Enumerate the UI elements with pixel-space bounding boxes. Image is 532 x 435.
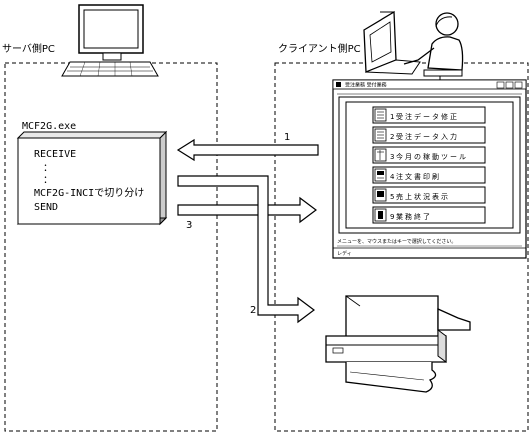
menu-button-9-num: 9 (390, 213, 394, 221)
server-boundary (4, 62, 218, 432)
arrow-1-label: 1 (284, 132, 290, 143)
menu-button-3-label: 今月の稼動ツール (396, 152, 468, 161)
arrow-1 (176, 138, 319, 162)
menu-button-5-num: 5 (390, 193, 394, 201)
server-label: サーバ側PC (2, 42, 55, 55)
menu-button-9[interactable]: 9 業務終了 (372, 206, 486, 224)
exe-name: MCF2G.exe (22, 121, 76, 132)
program-line-split: MCF2G-INCIで切り分け (34, 187, 144, 199)
menu-button-1-label: 受注データ修正 (396, 112, 459, 121)
menu-button-2-label: 受注データ入力 (396, 132, 459, 141)
window-message: メニューを、マウスまたはキーで選択してください。 (337, 238, 456, 245)
menu-button-2[interactable]: 2 受注データ入力 (372, 126, 486, 144)
menu-button-2-num: 2 (390, 133, 394, 141)
window-title: 受注業務 受付業務 (345, 82, 387, 89)
arrow-2 (177, 175, 315, 324)
menu-icon-3 (374, 148, 387, 162)
user-at-computer-icon (363, 10, 464, 84)
window-status: レディ (337, 250, 352, 257)
menu-button-3-num: 3 (390, 153, 394, 161)
program-line-ellipsis-1: ： (43, 163, 53, 174)
menu-button-5[interactable]: 5 売上状況表示 (372, 186, 486, 204)
menu-button-4-num: 4 (390, 173, 395, 181)
close-button (514, 81, 523, 89)
arrow-3 (177, 196, 317, 224)
client-label: クライアント側PC (278, 42, 361, 55)
menu-button-3[interactable]: 3 今月の稼動ツール (372, 146, 486, 164)
menu-button-1-num: 1 (390, 113, 394, 121)
printer-icon (325, 295, 471, 393)
maximize-button (505, 81, 514, 89)
menu-button-4[interactable]: 4 注文書印刷 (372, 166, 486, 184)
menu-button-1[interactable]: 1 受注データ修正 (372, 106, 486, 124)
arrow-3-label: 3 (186, 220, 192, 231)
program-line-ellipsis-2: ： (43, 175, 53, 186)
window-system-icon (336, 82, 341, 87)
program-line-receive: RECEIVE (34, 149, 76, 160)
menu-button-9-label: 業務終了 (396, 212, 432, 221)
server-computer-icon (61, 4, 159, 77)
menu-button-4-label: 注文書印刷 (396, 172, 441, 181)
program-box (16, 130, 168, 226)
menu-button-5-label: 売上状況表示 (396, 192, 450, 201)
program-line-send: SEND (34, 202, 58, 213)
arrow-2-label: 2 (250, 305, 256, 316)
minimize-button (496, 81, 505, 89)
